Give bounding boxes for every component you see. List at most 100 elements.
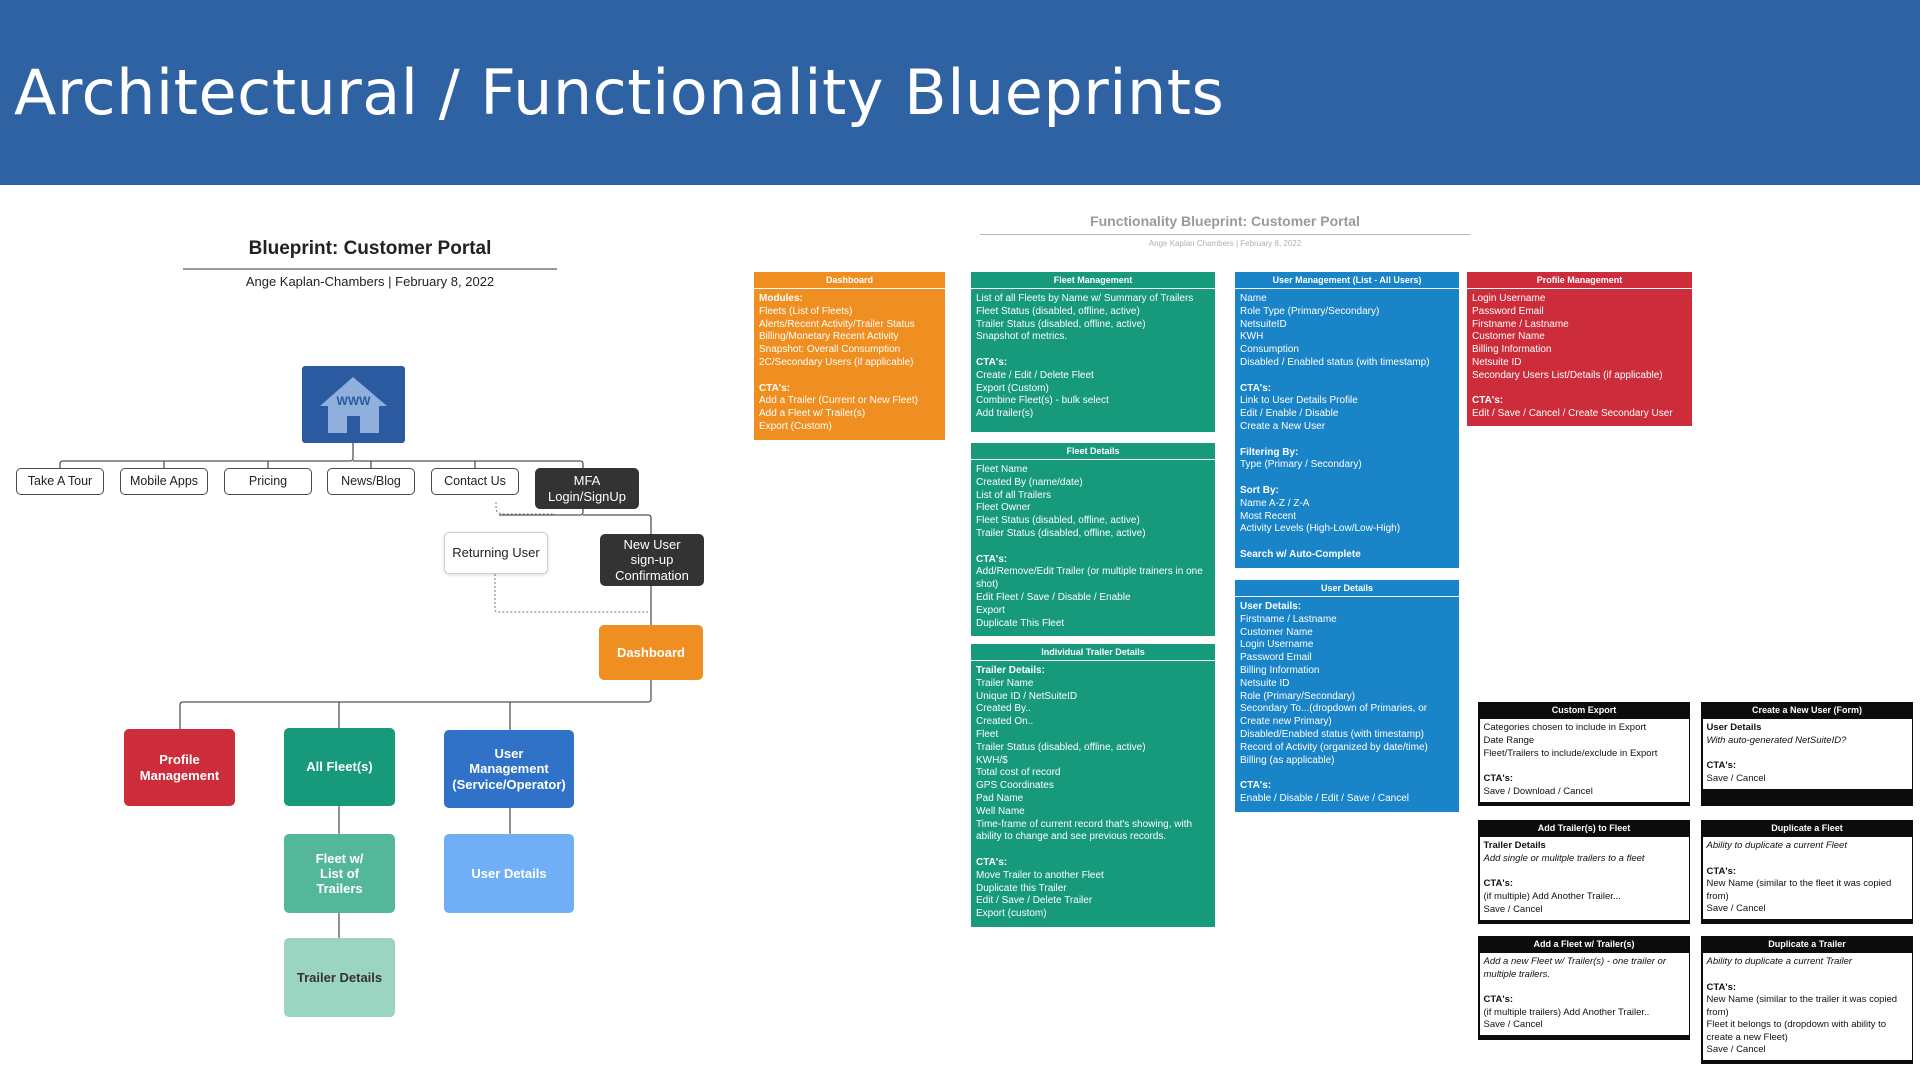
card-line: Disabled/Enabled status (with timestamp) (1240, 728, 1424, 740)
card-line: Save / Cancel (1706, 903, 1766, 915)
card-line: Ability to duplicate a current Trailer (1706, 956, 1853, 967)
card-line: (if multiple trailers) Add Another Trail… (1483, 1006, 1650, 1018)
card-title: Dashboard (754, 272, 945, 289)
user-details-node[interactable]: User Details (444, 834, 574, 913)
card-spacer (1240, 370, 1454, 383)
card-line: Duplicate This Fleet (976, 617, 1065, 629)
nav-news-blog[interactable]: News/Blog (327, 468, 415, 495)
nav-mobile-apps[interactable]: Mobile Apps (120, 468, 208, 495)
card-spacer (1484, 760, 1685, 773)
fleet-list-trailers-node[interactable]: Fleet w/ List of Trailers (284, 834, 395, 913)
card-line: Consumption (1240, 344, 1299, 356)
card-line: Add/Remove/Edit Trailer (or multiple tra… (976, 566, 1203, 591)
card-line: Activity Levels (High-Low/Low-High) (1240, 523, 1401, 535)
card-line: Fleet/Trailers to include/exclude in Exp… (1483, 747, 1658, 759)
card-line: Type (Primary / Secondary) (1240, 459, 1362, 471)
card-line: Firstname / Lastname (1472, 318, 1569, 330)
nav-pricing[interactable]: Pricing (224, 468, 312, 495)
card-title: Duplicate a Trailer (1768, 939, 1846, 949)
card-line: Snapshot: Overall Consumption (759, 344, 901, 356)
card-line: KWH/$ (976, 754, 1008, 766)
card-line: Password Email (1472, 305, 1544, 317)
card-line: Trailer Name (976, 677, 1034, 689)
card-line: (if multiple) Add Another Trailer... (1483, 891, 1621, 903)
card-title: Create a New User (Form) (1751, 705, 1863, 715)
card-line: Name A-Z / Z-A (1240, 497, 1310, 509)
card-line: Add a Trailer (Current or New Fleet) (759, 395, 918, 407)
all-fleets-node[interactable]: All Fleet(s) (284, 728, 395, 806)
card-spacer (1240, 536, 1454, 549)
new-user-signup-node[interactable]: New User sign-up Confirmation (600, 534, 704, 586)
card-title: Custom Export (1551, 705, 1617, 715)
profile-management-node[interactable]: Profile Management (124, 729, 235, 806)
home-www-node[interactable]: WWW (302, 366, 405, 443)
returning-user-node[interactable]: Returning User (444, 532, 548, 574)
card-line: Trailer Details: (976, 665, 1045, 676)
card-title: Fleet Details (971, 443, 1215, 460)
card-line: User Details (1706, 722, 1762, 733)
card-line: Save / Cancel (1483, 1019, 1543, 1031)
card-line: New Name (similar to the trailer it was … (1706, 994, 1898, 1018)
card-line: Create a New User (1240, 420, 1326, 432)
card-line: Fleet it belongs to (dropdown with abili… (1706, 1019, 1887, 1043)
card-line: Total cost of record (976, 767, 1061, 779)
card-body: Modules:Fleets (List of Fleets)Alerts/Re… (754, 289, 945, 438)
mfa-login-signup-node[interactable]: MFA Login/SignUp (535, 468, 639, 509)
card-line: Secondary To...(dropdown of Primaries, o… (1240, 703, 1428, 728)
card-line: Fleet Status (disabled, offline, active) (976, 305, 1140, 317)
card-spacer (1484, 981, 1685, 994)
card-line: Well Name (976, 805, 1025, 817)
trailer-details-node[interactable]: Trailer Details (284, 938, 395, 1017)
card-line: With auto-generated NetSuiteID? (1706, 734, 1847, 746)
card-line: CTA's: (1240, 780, 1272, 792)
card-line: CTA's: (976, 856, 1008, 868)
card-line: Trailer Status (disabled, offline, activ… (976, 527, 1146, 539)
card-line: KWH (1240, 331, 1264, 343)
card-title: Individual Trailer Details (971, 644, 1215, 661)
card-spacer (976, 541, 1210, 554)
card-line: Enable / Disable / Edit / Save / Cancel (1240, 792, 1409, 804)
card-line: Add single or mulitple trailers to a fle… (1483, 852, 1645, 864)
card-line: Customer Name (1472, 331, 1545, 343)
card-line: Netsuite ID (1472, 356, 1522, 368)
card-line: NetsuiteID (1240, 318, 1287, 330)
card-line: Add trailer(s) (976, 408, 1034, 420)
nav-contact-us[interactable]: Contact Us (431, 468, 519, 495)
house-icon (320, 377, 387, 433)
card-body: Add a new Fleet w/ Trailer(s) - one trai… (1479, 953, 1689, 1036)
card-line: CTA's: (759, 382, 791, 394)
card-line: Billing/Monetary Recent Activity (759, 331, 899, 343)
card-line: CTA's: (1483, 878, 1514, 890)
card-line: GPS Coordinates (976, 780, 1054, 792)
card-line: Sort By: (1240, 484, 1279, 496)
card-line: Snapshot of metrics. (976, 331, 1068, 343)
card-spacer (1240, 767, 1454, 780)
card-line: Netsuite ID (1240, 677, 1290, 689)
card-line: Create / Edit / Delete Fleet (976, 369, 1094, 381)
card-spacer (1707, 748, 1908, 761)
nav-take-a-tour[interactable]: Take A Tour (16, 468, 104, 495)
card-line: Edit / Save / Cancel / Create Secondary … (1472, 408, 1673, 420)
card-line: List of all Fleets by Name w/ Summary of… (976, 293, 1194, 304)
card-line: Trailer Status (disabled, offline, activ… (976, 741, 1146, 753)
blueprint-title: Blueprint: Customer Portal (248, 238, 492, 259)
card-line: Pad Name (976, 792, 1024, 804)
card-line: CTA's: (1706, 760, 1737, 772)
card-title: User Details (1235, 580, 1459, 597)
user-management-node[interactable]: User Management (Service/Operator) (444, 730, 574, 808)
dashboard-node[interactable]: Dashboard (599, 625, 703, 680)
card-line: CTA's: (976, 553, 1008, 565)
